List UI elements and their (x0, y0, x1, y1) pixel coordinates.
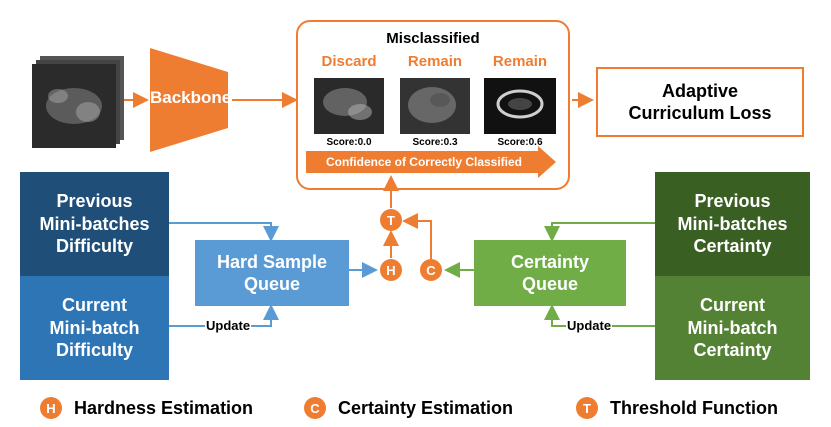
legend-threshold-icon: T (576, 397, 598, 419)
cert-queue-update-label: Update (566, 318, 613, 333)
misclassified-panel (296, 20, 570, 190)
hard-sample-queue-box: Hard Sample Queue (195, 240, 349, 306)
backbone-label: Backbone (150, 88, 232, 107)
legend-hardness-text: Hardness Estimation (74, 398, 254, 418)
arrow-update-to-hardqueue (169, 304, 279, 327)
current-difficulty-box: Current Mini-batch Difficulty (20, 276, 169, 380)
sample-1-score: Score:0.0 (326, 137, 372, 148)
sample-1-action: Discard (321, 53, 377, 70)
previous-difficulty-box: Previous Mini-batches Difficulty (20, 172, 169, 276)
sample-2-action: Remain (407, 53, 463, 70)
threshold-node: T (380, 209, 402, 231)
hard-queue-update-label: Update (205, 318, 252, 333)
arrow-update-to-certqueue (544, 304, 655, 327)
sample-2-score: Score:0.3 (412, 137, 458, 148)
sample-3-action: Remain (492, 53, 548, 70)
confidence-arrow-shape (306, 146, 556, 178)
previous-certainty-box: Previous Mini-batches Certainty (655, 172, 810, 276)
sample-3-score: Score:0.6 (497, 137, 543, 148)
adaptive-curriculum-loss-box: Adaptive Curriculum Loss (596, 67, 804, 137)
sample-image-1 (314, 78, 384, 134)
misclassified-title: Misclassified (386, 30, 480, 47)
current-certainty-box: Current Mini-batch Certainty (655, 276, 810, 380)
arrow-prevdiff-to-queue (169, 222, 279, 242)
backbone-shape (150, 48, 228, 152)
arrow-c-to-t (402, 213, 432, 259)
sample-image-3 (484, 78, 556, 134)
legend-threshold-text: Threshold Function (610, 398, 778, 418)
legend-hardness-icon: H (40, 397, 62, 419)
sample-image-2 (400, 78, 470, 134)
legend-certainty-icon: C (304, 397, 326, 419)
legend-certainty-text: Certainty Estimation (338, 398, 514, 418)
hardness-node: H (380, 259, 402, 281)
confidence-label: Confidence of Correctly Classified (325, 155, 523, 169)
certainty-queue-box: Certainty Queue (474, 240, 626, 306)
input-image-stack (32, 56, 124, 148)
certainty-node: C (420, 259, 442, 281)
arrow-prevcert-to-queue (544, 222, 655, 242)
